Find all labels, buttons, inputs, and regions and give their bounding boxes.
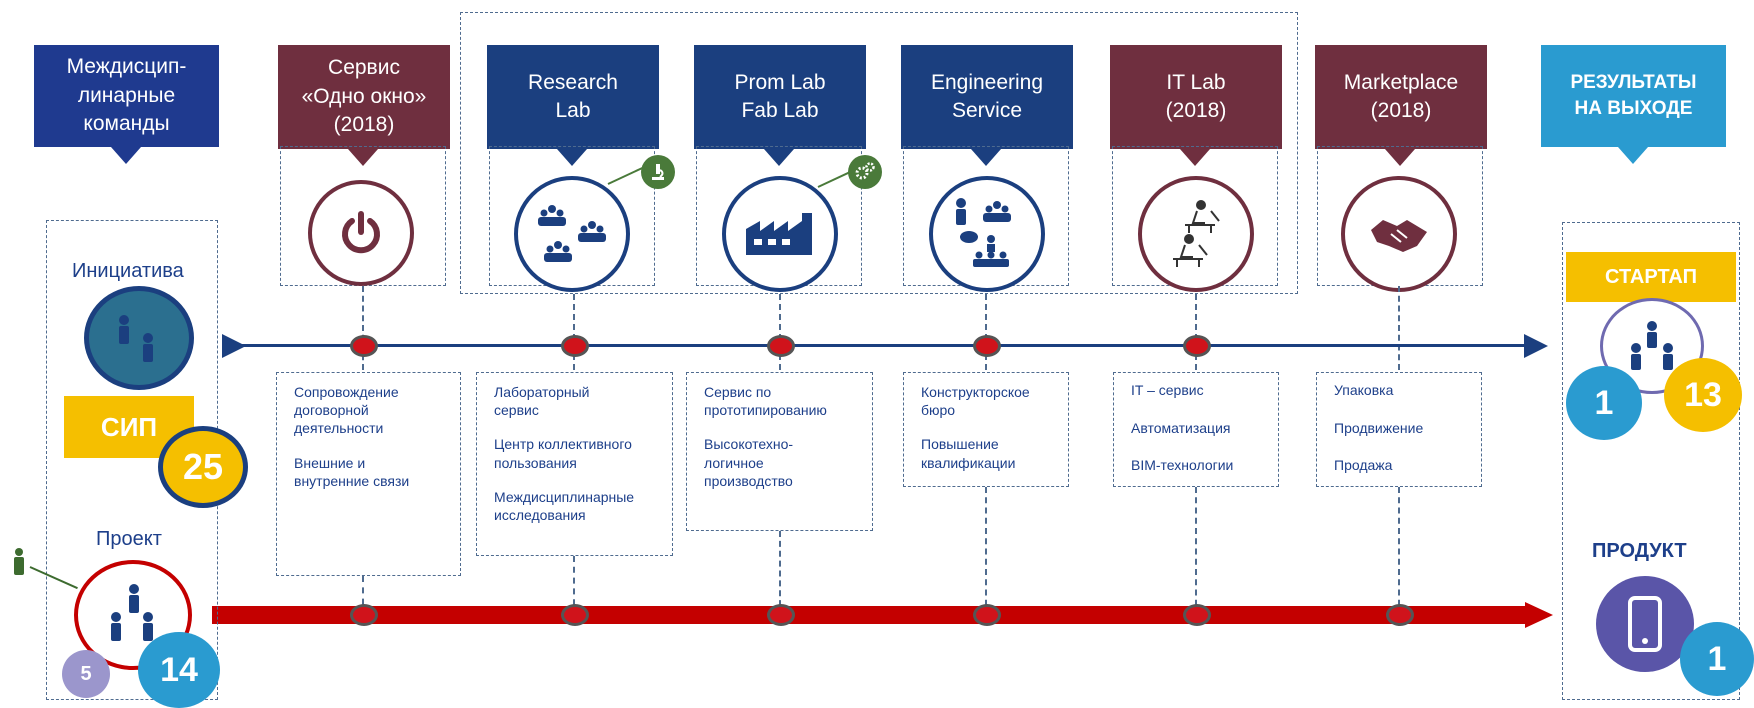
connector-low-col3 — [779, 531, 781, 616]
service-item: Продвижение — [1334, 419, 1424, 436]
service-box-it — [1113, 372, 1279, 487]
connector-low-col5 — [1195, 487, 1197, 616]
red-node-2 — [561, 604, 589, 626]
blue-node-4 — [973, 335, 1001, 357]
red-node-3 — [767, 604, 795, 626]
startup-tag: СТАРТАП — [1566, 252, 1736, 302]
connector-col6 — [1398, 286, 1400, 370]
blue-timeline-arrow — [1524, 334, 1548, 358]
service-item: Сервис по прототипированию — [704, 384, 827, 419]
service-item: Внешние и внутренние связи — [294, 454, 410, 489]
left-column-header: Междисцип- линарные команды — [34, 45, 219, 147]
startup-badge-b: 13 — [1664, 358, 1742, 432]
service-item: BIM-технологии — [1131, 457, 1234, 474]
teams-icon — [514, 176, 630, 292]
service-list-one-window: Сопровождение договорной деятельности Вн… — [294, 383, 454, 506]
handshake-icon — [1341, 176, 1457, 292]
blue-timeline-start — [222, 334, 246, 358]
red-timeline-arrow — [1525, 602, 1553, 628]
service-list-engineering: Конструкторское бюро Повышение квалифика… — [921, 383, 1066, 488]
service-box-engineering — [903, 372, 1069, 487]
service-box-research — [476, 372, 673, 556]
service-item: Повышение квалификации — [921, 436, 1016, 471]
project-small-badge: 5 — [62, 650, 110, 698]
header-it-lab-pointer — [1180, 149, 1210, 166]
service-box-one-window — [276, 372, 461, 576]
red-node-6 — [1386, 604, 1414, 626]
computer-workers-icon — [1138, 176, 1254, 292]
service-item: Упаковка — [1334, 382, 1394, 398]
product-badge: 1 — [1680, 622, 1754, 696]
left-header-pointer — [111, 147, 141, 164]
service-list-marketplace: Упаковка Продвижение Продажа — [1334, 381, 1479, 492]
lab-group-frame — [460, 12, 1298, 294]
connector-low-col1 — [362, 576, 364, 616]
blue-node-3 — [767, 335, 795, 357]
service-list-research: Лабораторный сервис Центр коллективного … — [494, 383, 669, 540]
connector-low-col6 — [1398, 487, 1400, 616]
service-item: Продажа — [1334, 457, 1393, 474]
microscope-icon — [641, 155, 675, 189]
header-research-lab: Research Lab — [487, 45, 659, 149]
header-prom-lab: Prom Lab Fab Lab — [694, 45, 866, 149]
blue-node-1 — [350, 335, 378, 357]
header-engineering-pointer — [971, 149, 1001, 166]
service-list-prom: Сервис по прототипированию Высокотехно- … — [704, 383, 869, 506]
header-research-lab-pointer — [557, 149, 587, 166]
connector-col1 — [362, 286, 364, 370]
blue-node-5 — [1183, 335, 1211, 357]
header-marketplace: Marketplace (2018) — [1315, 45, 1487, 149]
smartphone-icon — [1596, 576, 1694, 672]
connector-col5 — [1195, 294, 1197, 370]
meeting-icon — [929, 176, 1045, 292]
blue-node-2 — [561, 335, 589, 357]
red-node-4 — [973, 604, 1001, 626]
connector-low-col2 — [573, 556, 575, 616]
service-item: Междисциплинарные исследования — [494, 488, 635, 523]
power-icon — [308, 180, 414, 286]
red-node-1 — [350, 604, 378, 626]
connector-col3 — [779, 294, 781, 370]
service-item: Центр коллективного пользования — [494, 436, 632, 471]
connector-col2 — [573, 294, 575, 370]
blue-timeline — [238, 344, 1528, 347]
gears-icon — [848, 155, 882, 189]
service-box-prom — [686, 372, 873, 531]
header-it-lab: IT Lab (2018) — [1110, 45, 1282, 149]
right-panel — [1562, 222, 1740, 700]
initiative-circle — [84, 286, 194, 390]
service-item: Автоматизация — [1131, 419, 1231, 436]
initiative-label: Инициатива — [72, 260, 184, 282]
connector-col4 — [985, 294, 987, 370]
project-big-badge: 14 — [138, 632, 220, 708]
product-label: ПРОДУКТ — [1592, 540, 1687, 562]
header-one-window: Сервис «Одно окно» (2018) — [278, 45, 450, 149]
service-item: Лабораторный сервис — [494, 384, 590, 419]
header-engineering: Engineering Service — [901, 45, 1073, 149]
header-one-window-pointer — [348, 149, 378, 166]
project-label: Проект — [96, 528, 162, 550]
service-item: Сопровождение договорной деятельности — [294, 384, 399, 437]
startup-badge-a: 1 — [1566, 366, 1642, 440]
service-list-it: IT – сервис Автоматизация BIM-технологии — [1131, 381, 1276, 492]
red-timeline — [212, 606, 1527, 624]
sip-count-badge: 25 — [158, 426, 248, 508]
right-column-header: РЕЗУЛЬТАТЫ НА ВЫХОДЕ — [1541, 45, 1726, 147]
red-node-5 — [1183, 604, 1211, 626]
right-header-pointer — [1618, 147, 1648, 164]
header-prom-lab-pointer — [764, 149, 794, 166]
service-item: IT – сервис — [1131, 382, 1204, 398]
connector-low-col4 — [985, 487, 987, 616]
service-item: Конструкторское бюро — [921, 384, 1030, 419]
service-box-marketplace — [1316, 372, 1482, 487]
factory-icon — [722, 176, 838, 292]
person-icon — [10, 548, 28, 583]
service-item: Высокотехно- логичное производство — [704, 436, 794, 489]
header-marketplace-pointer — [1385, 149, 1415, 166]
